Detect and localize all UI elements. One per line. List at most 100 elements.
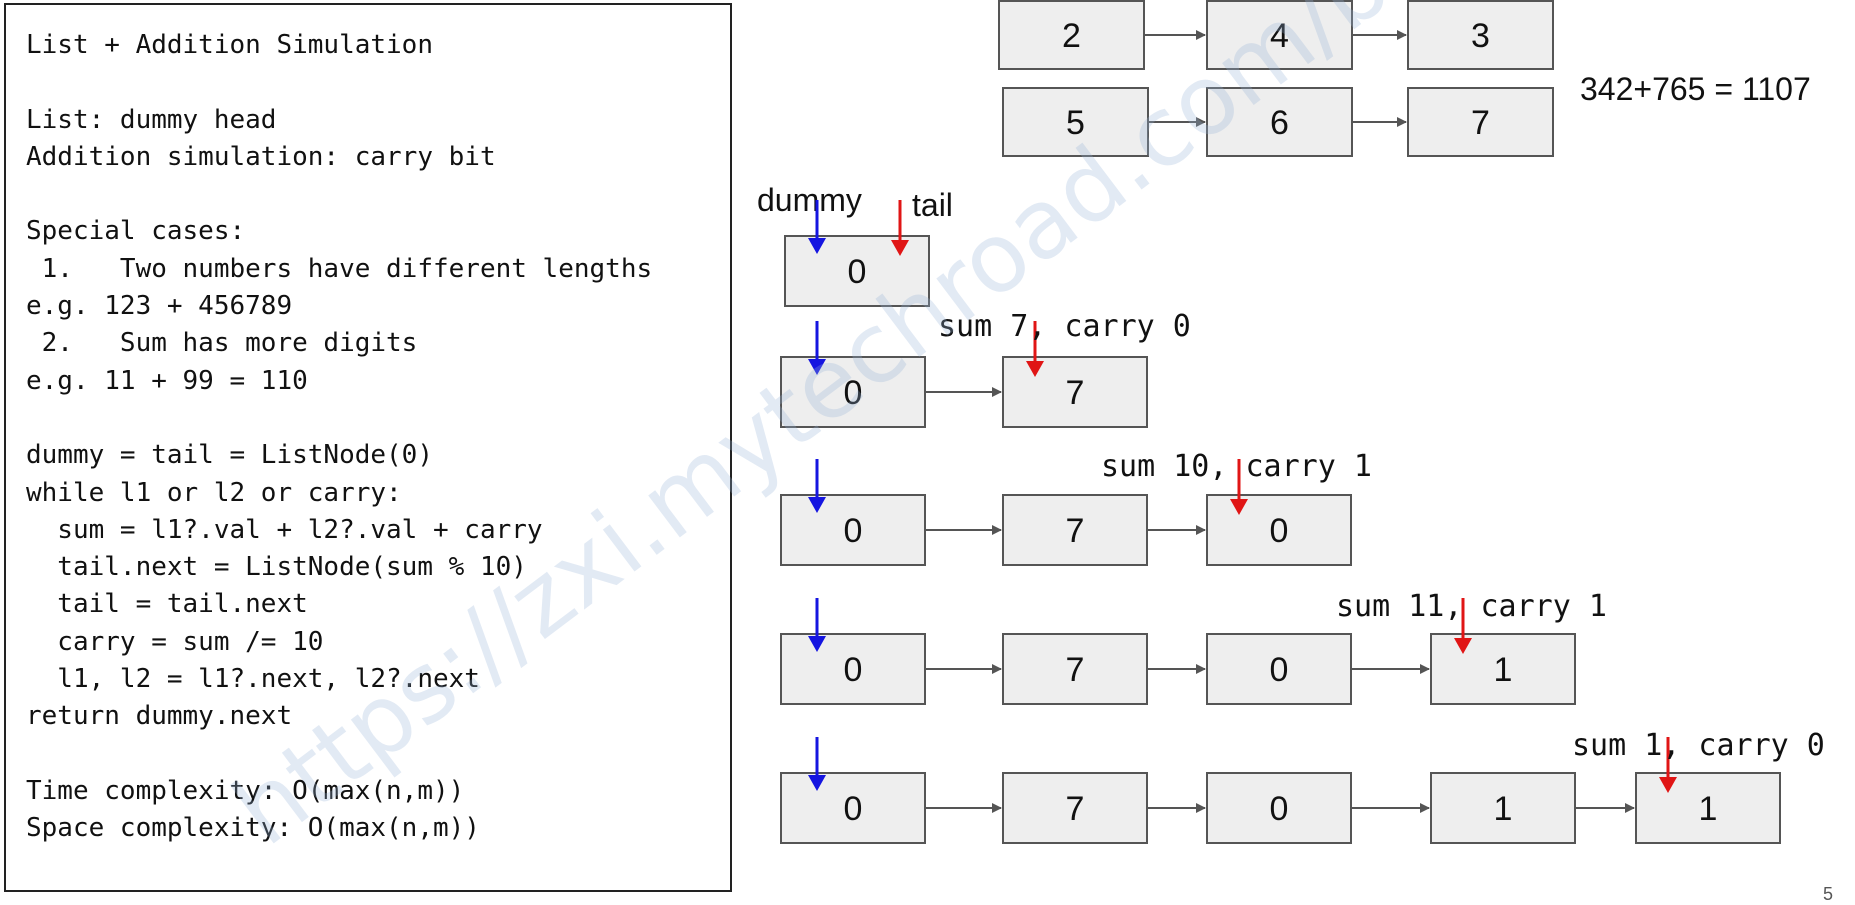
- code-line: Addition simulation: carry bit: [26, 141, 496, 172]
- node-box: [1206, 633, 1352, 705]
- list-node: 0: [1206, 633, 1352, 705]
- node-box: [784, 235, 930, 307]
- tail-pointer-arrow: [1659, 737, 1677, 793]
- list-node: 0: [780, 633, 926, 705]
- node-value: 0: [1270, 512, 1289, 550]
- node-box: [1002, 633, 1148, 705]
- node-box: [1002, 87, 1149, 157]
- list-node: 0: [1206, 494, 1352, 566]
- code-line: sum = l1?.val + l2?.val + carry: [26, 514, 543, 545]
- step-row: 0 7 0 1 sum 11, carry 1: [780, 589, 1607, 705]
- simulation-steps: 0 0 7 sum 7, carry 0 0 7 0 sum 10, carry 1 0 7 0 1 s…: [780, 200, 1825, 844]
- tail-pointer-arrow: [1454, 598, 1472, 654]
- node-value: 1: [1699, 790, 1718, 828]
- node-value: 0: [844, 790, 863, 828]
- list-node: 6: [1206, 87, 1353, 157]
- code-panel: List + Addition Simulation List: dummy h…: [4, 3, 732, 892]
- node-value: 2: [1062, 17, 1081, 55]
- dummy-pointer-label: dummy: [757, 182, 862, 218]
- code-line: l1, l2 = l1?.next, l2?.next: [26, 664, 480, 695]
- code-line: dummy = tail = ListNode(0): [26, 440, 433, 471]
- code-text: List + Addition Simulation List: dummy h…: [26, 27, 652, 848]
- list-node: 1: [1430, 633, 1576, 705]
- list-node: 5: [1002, 87, 1149, 157]
- step-row: 0 7 sum 7, carry 0: [780, 309, 1191, 428]
- dummy-pointer-arrow: [808, 737, 826, 791]
- node-box: [1206, 494, 1352, 566]
- equation-label: 342+765 = 1107: [1580, 71, 1811, 107]
- code-line: Space complexity: O(max(n,m)): [26, 813, 480, 844]
- node-value: 5: [1066, 104, 1085, 142]
- list-node: 0: [784, 235, 930, 307]
- list-node: 7: [1002, 494, 1148, 566]
- node-box: [1407, 87, 1554, 157]
- node-value: 4: [1270, 17, 1289, 55]
- step-sum-carry-label: sum 11, carry 1: [1336, 589, 1607, 624]
- node-box: [1635, 772, 1781, 844]
- code-line: e.g. 123 + 456789: [26, 291, 293, 322]
- code-line: carry = sum /= 10: [26, 626, 324, 657]
- node-value: 0: [1270, 790, 1289, 828]
- code-line: List: dummy head: [26, 104, 277, 135]
- node-box: [1407, 0, 1554, 70]
- node-value: 0: [844, 651, 863, 689]
- step-sum-carry-label: sum 10, carry 1: [1101, 449, 1372, 484]
- list-node: 0: [1206, 772, 1352, 844]
- node-value: 7: [1066, 374, 1085, 412]
- node-box: [780, 356, 926, 428]
- list-node: 7: [1002, 356, 1148, 428]
- node-value: 7: [1066, 790, 1085, 828]
- step-row: 0 7 0 sum 10, carry 1: [780, 449, 1372, 566]
- node-box: [1430, 772, 1576, 844]
- code-line: tail.next = ListNode(sum % 10): [26, 552, 527, 583]
- list-node: 2: [998, 0, 1145, 70]
- list-node: 0: [780, 494, 926, 566]
- node-box: [780, 772, 926, 844]
- step-row: 0: [784, 200, 930, 307]
- dummy-pointer-arrow: [808, 321, 826, 375]
- list-node: 1: [1430, 772, 1576, 844]
- code-line: tail = tail.next: [26, 589, 308, 620]
- list-node: 7: [1407, 87, 1554, 157]
- list-node: 1: [1635, 772, 1781, 844]
- node-value: 7: [1066, 651, 1085, 689]
- node-value: 0: [844, 374, 863, 412]
- tail-pointer-label: tail: [912, 187, 953, 223]
- step-sum-carry-label: sum 7, carry 0: [938, 309, 1191, 344]
- node-box: [1002, 356, 1148, 428]
- input-lists: 2 4 3 5 6 7: [998, 0, 1554, 157]
- node-value: 1: [1494, 790, 1513, 828]
- node-box: [1430, 633, 1576, 705]
- node-value: 6: [1270, 104, 1289, 142]
- list-node: 7: [1002, 772, 1148, 844]
- node-value: 7: [1471, 104, 1490, 142]
- step-sum-carry-label: sum 1, carry 0: [1572, 728, 1825, 763]
- dummy-pointer-arrow: [808, 200, 826, 254]
- node-box: [998, 0, 1145, 70]
- dummy-pointer-arrow: [808, 598, 826, 652]
- code-line: 1. Two numbers have different lengths: [26, 253, 653, 284]
- node-value: 7: [1066, 512, 1085, 550]
- list-node: 0: [780, 772, 926, 844]
- list-node: 0: [780, 356, 926, 428]
- node-box: [780, 633, 926, 705]
- node-box: [1206, 87, 1353, 157]
- code-line: while l1 or l2 or carry:: [26, 477, 402, 508]
- code-line: List + Addition Simulation: [26, 30, 433, 60]
- dummy-pointer-arrow: [808, 459, 826, 513]
- node-value: 0: [1270, 651, 1289, 689]
- code-line: return dummy.next: [26, 701, 293, 732]
- tail-pointer-arrow: [1230, 459, 1248, 515]
- code-line: e.g. 11 + 99 = 110: [26, 365, 308, 396]
- step-row: 0 7 0 1 1 sum 1, carry 0: [780, 728, 1825, 844]
- node-value: 0: [848, 253, 867, 291]
- node-box: [1206, 772, 1352, 844]
- tail-pointer-arrow: [891, 200, 909, 256]
- list-node: 3: [1407, 0, 1554, 70]
- list-node: 4: [1206, 0, 1353, 70]
- code-line: 2. Sum has more digits: [26, 328, 418, 359]
- code-line: Special cases:: [26, 216, 246, 247]
- node-value: 3: [1471, 17, 1490, 55]
- code-line: Time complexity: O(max(n,m)): [26, 775, 465, 806]
